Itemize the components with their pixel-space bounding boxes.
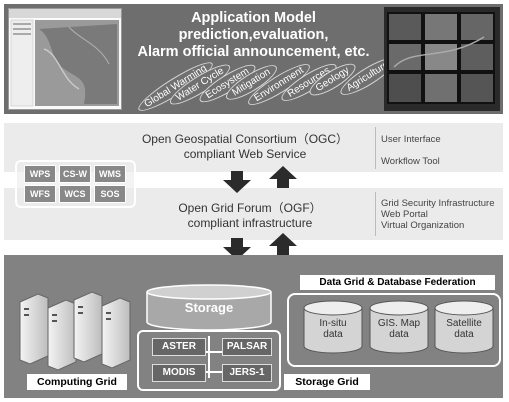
federation-item-line1: Satellite <box>446 318 482 329</box>
dataset-tag: PALSAR <box>222 338 272 356</box>
computing-servers-icon <box>19 291 131 371</box>
federation-title: Data Grid & Database Federation <box>300 275 495 290</box>
federation-item: GIS. Map data <box>368 318 430 340</box>
storage-title: Storage <box>184 300 234 315</box>
ogc-title-line1: Open Geospatial Consortium（OGC） <box>141 132 349 146</box>
computing-grid-label: Computing Grid <box>27 374 127 390</box>
ogc-side-item: Workflow Tool <box>381 156 440 167</box>
display-wall-photo <box>384 7 500 111</box>
divider <box>375 127 376 169</box>
dataset-tag: JERS-1 <box>222 364 272 382</box>
ogf-side-item: Web Portal <box>381 209 428 220</box>
dataset-tag: MODIS <box>152 364 206 382</box>
federation-item-line2: data <box>323 329 343 340</box>
storage-cylinder-icon <box>146 284 272 330</box>
service-tag: WCS <box>59 185 91 203</box>
up-arrow <box>269 166 297 188</box>
down-arrow <box>223 171 251 193</box>
ogf-side-item: Virtual Organization <box>381 220 465 231</box>
application-title-line2: Alarm official announcement, etc. <box>137 44 370 60</box>
ogc-title: Open Geospatial Consortium（OGC） complian… <box>120 132 370 162</box>
federation-item-line1: In-situ <box>319 318 347 329</box>
service-tag: SOS <box>94 185 126 203</box>
up-arrow <box>269 233 297 255</box>
service-tag: WFS <box>24 185 56 203</box>
ogc-side-item: User Interface <box>381 134 441 145</box>
down-arrow <box>223 238 251 260</box>
federation-item-line2: data <box>454 329 474 340</box>
service-tag: CS-W <box>59 165 91 183</box>
data-cylinder-icon <box>369 300 429 354</box>
ogf-title-line1: Open Grid Forum（OGF） <box>178 201 322 215</box>
application-title-line1: Application Model prediction,evaluation, <box>178 10 329 43</box>
divider <box>375 192 376 236</box>
data-cylinder-icon <box>434 300 494 354</box>
gis-app-screenshot <box>8 8 122 110</box>
federation-item-line1: GIS. Map <box>377 318 421 329</box>
federation-item-line2: data <box>389 329 409 340</box>
federation-item: In-situ data <box>302 318 364 340</box>
ogf-title: Open Grid Forum（OGF） compliant infrastru… <box>135 201 365 231</box>
storage-grid-label: Storage Grid <box>284 374 370 390</box>
application-title: Application Model prediction,evaluation,… <box>126 10 381 61</box>
service-tag: WPS <box>24 165 56 183</box>
data-cylinder-icon <box>303 300 363 354</box>
ogf-side-item: Grid Security Infrastructure <box>381 198 495 209</box>
service-tag: WMS <box>94 165 126 183</box>
satellite-datasets-box <box>137 330 281 391</box>
ogc-title-line2: compliant Web Service <box>183 147 307 161</box>
federation-item: Satellite data <box>433 318 495 340</box>
ogf-title-line2: compliant infrastructure <box>187 216 313 230</box>
federation-box <box>287 293 501 367</box>
dataset-tag: ASTER <box>152 338 206 356</box>
